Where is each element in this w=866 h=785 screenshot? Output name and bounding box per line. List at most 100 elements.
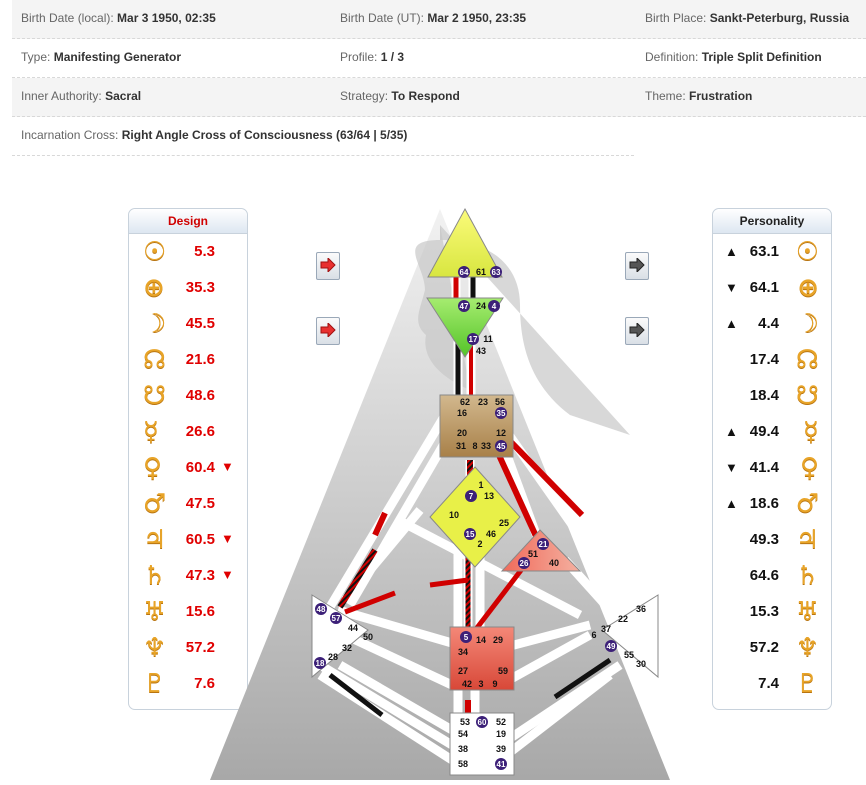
neptune-icon: ♆ <box>795 633 819 663</box>
earth-icon: ⊕ <box>797 273 819 303</box>
design-arrow-button-top[interactable] <box>316 252 340 280</box>
profile-label: Profile: <box>340 50 378 64</box>
design-row-earth: ⊕35.3 <box>129 271 247 307</box>
design-value: 35.3 <box>185 279 215 296</box>
venus-icon: ♀ <box>799 453 819 483</box>
design-arrow-button-bottom[interactable] <box>316 317 340 345</box>
personality-value: 64.1 <box>749 279 779 296</box>
gate-39: 39 <box>496 744 506 754</box>
personality-arrow-button-top[interactable] <box>625 252 649 280</box>
gate-29: 29 <box>493 635 503 645</box>
g-center[interactable] <box>429 466 521 568</box>
personality-direction-mark: ▲ <box>725 244 738 259</box>
gate-56: 56 <box>495 397 505 407</box>
gate-60: 60 <box>478 718 487 727</box>
gate-24: 24 <box>476 301 486 311</box>
gate-52: 52 <box>496 717 506 727</box>
gate-13: 13 <box>484 491 494 501</box>
gate-43: 43 <box>476 346 486 356</box>
gate-58: 58 <box>458 759 468 769</box>
south-node-icon: ☋ <box>143 381 167 411</box>
design-row-uranus: ♅ 15.6 <box>129 595 247 631</box>
birth-place-value: Sankt-Peterburg, Russia <box>709 11 850 25</box>
personality-value: 57.2 <box>749 639 779 656</box>
personality-value: 18.6 <box>749 495 779 512</box>
profile-value: 1 / 3 <box>380 50 405 64</box>
personality-value: 49.4 <box>749 423 779 440</box>
gate-11: 11 <box>483 334 493 344</box>
incarnation-cross: Incarnation Cross: Right Angle Cross of … <box>21 128 407 142</box>
info-row-authority: Inner Authority: Sacral Strategy: To Res… <box>12 78 866 117</box>
moon-icon: ☽ <box>143 309 167 339</box>
gate-14: 14 <box>476 635 486 645</box>
gray-arrow-icon <box>629 323 645 337</box>
birth-date-ut-value: Mar 2 1950, 23:35 <box>427 11 527 25</box>
saturn-icon: ♄ <box>795 561 819 591</box>
gate-28: 28 <box>328 652 338 662</box>
gate-38: 38 <box>458 744 468 754</box>
red-arrow-icon <box>320 323 336 337</box>
ajna-center[interactable] <box>426 297 504 358</box>
gate-45: 45 <box>497 442 506 451</box>
design-value: 7.6 <box>194 675 215 692</box>
saturn-icon: ♄ <box>143 561 167 591</box>
design-value: 60.5 <box>185 531 215 548</box>
cross-label: Incarnation Cross: <box>21 128 119 142</box>
gate-41: 41 <box>497 760 506 769</box>
gate-2: 2 <box>477 539 482 549</box>
design-row-saturn: ♄47.3▼ <box>129 559 247 595</box>
gate-4: 4 <box>492 302 497 311</box>
personality-row-venus: ♀41.4▼ <box>713 451 831 487</box>
gate-31: 31 <box>456 441 466 451</box>
personality-value: 63.1 <box>749 243 779 260</box>
gate-53: 53 <box>460 717 470 727</box>
design-value: 60.4 <box>185 459 215 476</box>
personality-row-neptune: ♆ 57.2 <box>713 631 831 667</box>
gate-30: 30 <box>636 659 646 669</box>
gate-33: 33 <box>481 441 491 451</box>
gate-64: 64 <box>460 268 469 277</box>
personality-direction-mark: ▼ <box>725 460 738 475</box>
gate-51: 51 <box>528 549 538 559</box>
birth-place-label: Birth Place: <box>645 11 707 25</box>
spleen-center[interactable] <box>311 594 369 679</box>
design-row-neptune: ♆57.2 <box>129 631 247 667</box>
gate-50: 50 <box>363 632 373 642</box>
design-value: 21.6 <box>185 351 215 368</box>
design-row-south-node: ☋48.6 <box>129 379 247 415</box>
personality-value: 4.4 <box>758 315 779 332</box>
personality-arrow-button-bottom[interactable] <box>625 317 649 345</box>
gate-15: 15 <box>466 530 475 539</box>
personality-row-earth: ⊕64.1▼ <box>713 271 831 307</box>
gate-12: 12 <box>496 428 506 438</box>
gate-16: 16 <box>457 408 467 418</box>
uranus-icon: ♅ <box>143 597 167 627</box>
mercury-icon: ☿ <box>143 417 159 447</box>
personality-row-pluto: ♇7.4 <box>713 667 831 703</box>
gate-36: 36 <box>636 604 646 614</box>
moon-icon: ☽ <box>795 309 819 339</box>
personality-row-mercury: ☿49.4▲ <box>713 415 831 451</box>
gate-61: 61 <box>476 267 486 277</box>
design-row-moon: ☽ 45.5 <box>129 307 247 343</box>
gray-arrow-icon <box>629 258 645 272</box>
birth-date-local-value: Mar 3 1950, 02:35 <box>117 11 216 25</box>
design-row-pluto: ♇7.6 <box>129 667 247 703</box>
personality-panel: Personality ☉63.1▲⊕64.1▼☽4.4▲☊17.4☋18.4☿… <box>712 208 832 710</box>
mars-icon: ♂ <box>795 489 819 519</box>
gate-63: 63 <box>492 268 501 277</box>
personality-row-south-node: ☋18.4 <box>713 379 831 415</box>
gate-49: 49 <box>607 642 616 651</box>
red-arrow-icon <box>320 258 336 272</box>
gate-17: 17 <box>469 335 478 344</box>
south-node-icon: ☋ <box>795 381 819 411</box>
info-row-type: Type: Manifesting Generator Profile: 1 /… <box>12 39 866 78</box>
design-value: 45.5 <box>185 315 215 332</box>
design-direction-mark: ▼ <box>221 459 234 474</box>
solar-plexus-center[interactable] <box>601 594 659 679</box>
design-value: 15.6 <box>185 603 215 620</box>
design-value: 26.6 <box>185 423 215 440</box>
personality-row-sun: ☉63.1▲ <box>713 235 831 271</box>
gate-48: 48 <box>317 605 326 614</box>
gate-1: 1 <box>478 480 483 490</box>
